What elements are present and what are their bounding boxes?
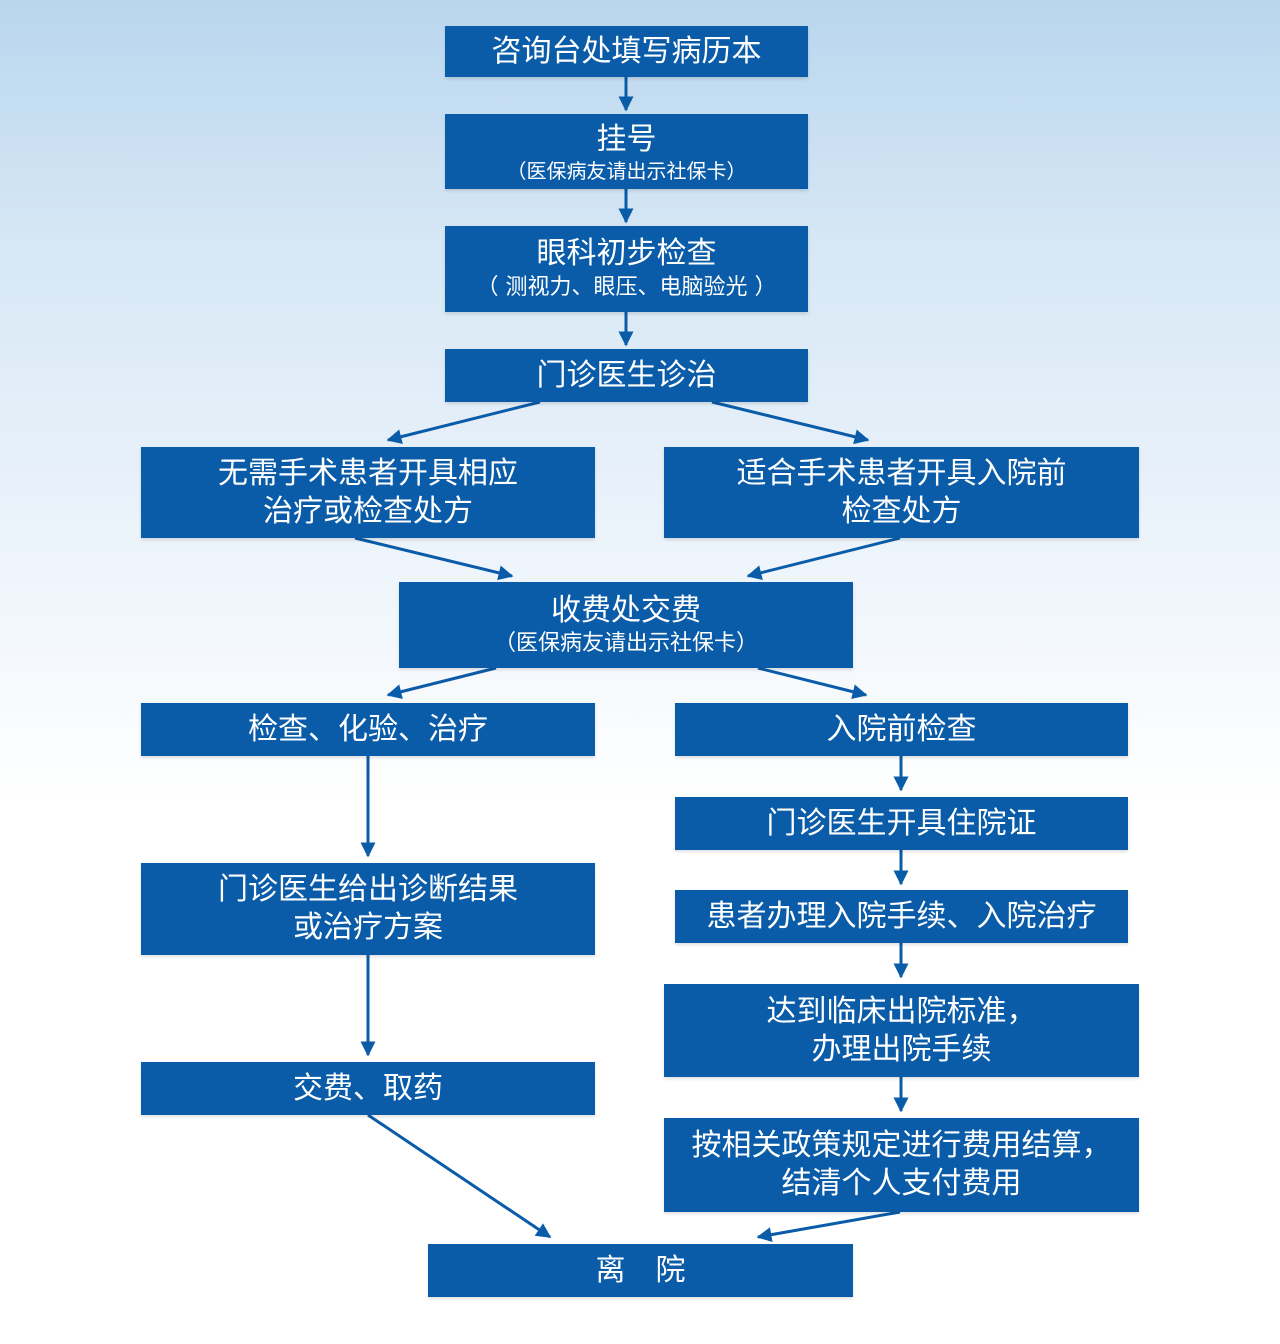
node-medicine-label: 交费、取药 <box>293 1070 443 1106</box>
arrow-diag-to-no-surgery <box>386 400 541 445</box>
arrow-settlement-to-leave <box>756 1210 901 1243</box>
node-settlement: 按相关政策规定进行费用结算， 结清个人支付费用 <box>664 1118 1139 1212</box>
node-settlement-line-2: 结清个人支付费用 <box>781 1166 1022 1201</box>
node-discharge-std: 达到临床出院标准， 办理出院手续 <box>664 984 1139 1077</box>
node-pre-admission-label: 入院前检查 <box>826 711 977 747</box>
node-surgery-line-2: 检查处方 <box>841 493 962 529</box>
arrow-no-surgery-to-payment <box>354 536 514 581</box>
node-payment: 收费处交费 （医保病友请出示社保卡） <box>399 582 853 668</box>
arrow-diag-to-surgery <box>711 400 870 445</box>
node-discharge-std-line-2: 办理出院手续 <box>811 1031 992 1067</box>
node-pre-admission: 入院前检查 <box>675 703 1128 756</box>
arrow-payment-to-pre-admission <box>757 666 868 700</box>
node-tests: 检查、化验、治疗 <box>141 703 595 756</box>
node-admission-cert: 门诊医生开具住院证 <box>675 797 1128 850</box>
node-admission-cert-label: 门诊医生开具住院证 <box>766 805 1037 841</box>
node-medicine: 交费、取药 <box>141 1062 595 1115</box>
node-initial-exam-note: （ 测视力、眼压、电脑验光 ） <box>476 275 777 300</box>
node-outpatient-diag-label: 门诊医生诊治 <box>536 357 717 393</box>
node-payment-label: 收费处交费 <box>551 593 701 628</box>
node-initial-exam: 眼科初步检查 （ 测视力、眼压、电脑验光 ） <box>445 226 808 312</box>
node-no-surgery-line-2: 治疗或检查处方 <box>263 493 473 529</box>
node-surgery: 适合手术患者开具入院前 检查处方 <box>664 447 1139 538</box>
node-consult: 咨询台处填写病历本 <box>445 26 808 77</box>
node-surgery-line-1: 适合手术患者开具入院前 <box>736 455 1067 491</box>
node-payment-note: （医保病友请出示社保卡） <box>493 631 758 656</box>
node-admit: 患者办理入院手续、入院治疗 <box>675 890 1128 943</box>
node-leave-label: 离 院 <box>595 1252 686 1288</box>
arrow-surgery-to-payment <box>746 536 901 581</box>
node-no-surgery: 无需手术患者开具相应 治疗或检查处方 <box>141 447 595 538</box>
node-consult-label: 咨询台处填写病历本 <box>491 33 762 69</box>
arrow-payment-to-tests <box>386 666 497 700</box>
node-diagnosis-line-1: 门诊医生给出诊断结果 <box>218 872 518 907</box>
node-tests-label: 检查、化验、治疗 <box>248 711 488 747</box>
node-leave: 离 院 <box>428 1244 853 1297</box>
node-discharge-std-line-1: 达到临床出院标准， <box>766 993 1037 1029</box>
node-register: 挂号 （医保病友请出示社保卡） <box>445 114 808 189</box>
node-settlement-line-1: 按相关政策规定进行费用结算， <box>691 1128 1112 1163</box>
node-initial-exam-label: 眼科初步检查 <box>536 236 717 271</box>
node-register-note: （医保病友请出示社保卡） <box>506 158 747 183</box>
node-no-surgery-line-1: 无需手术患者开具相应 <box>218 455 518 491</box>
node-diagnosis: 门诊医生给出诊断结果 或治疗方案 <box>141 863 595 955</box>
arrow-medicine-to-leave <box>367 1113 552 1239</box>
node-diagnosis-line-2: 或治疗方案 <box>293 910 443 945</box>
node-register-label: 挂号 <box>596 121 657 157</box>
node-admit-label: 患者办理入院手续、入院治疗 <box>706 898 1097 934</box>
node-outpatient-diag: 门诊医生诊治 <box>445 349 808 402</box>
